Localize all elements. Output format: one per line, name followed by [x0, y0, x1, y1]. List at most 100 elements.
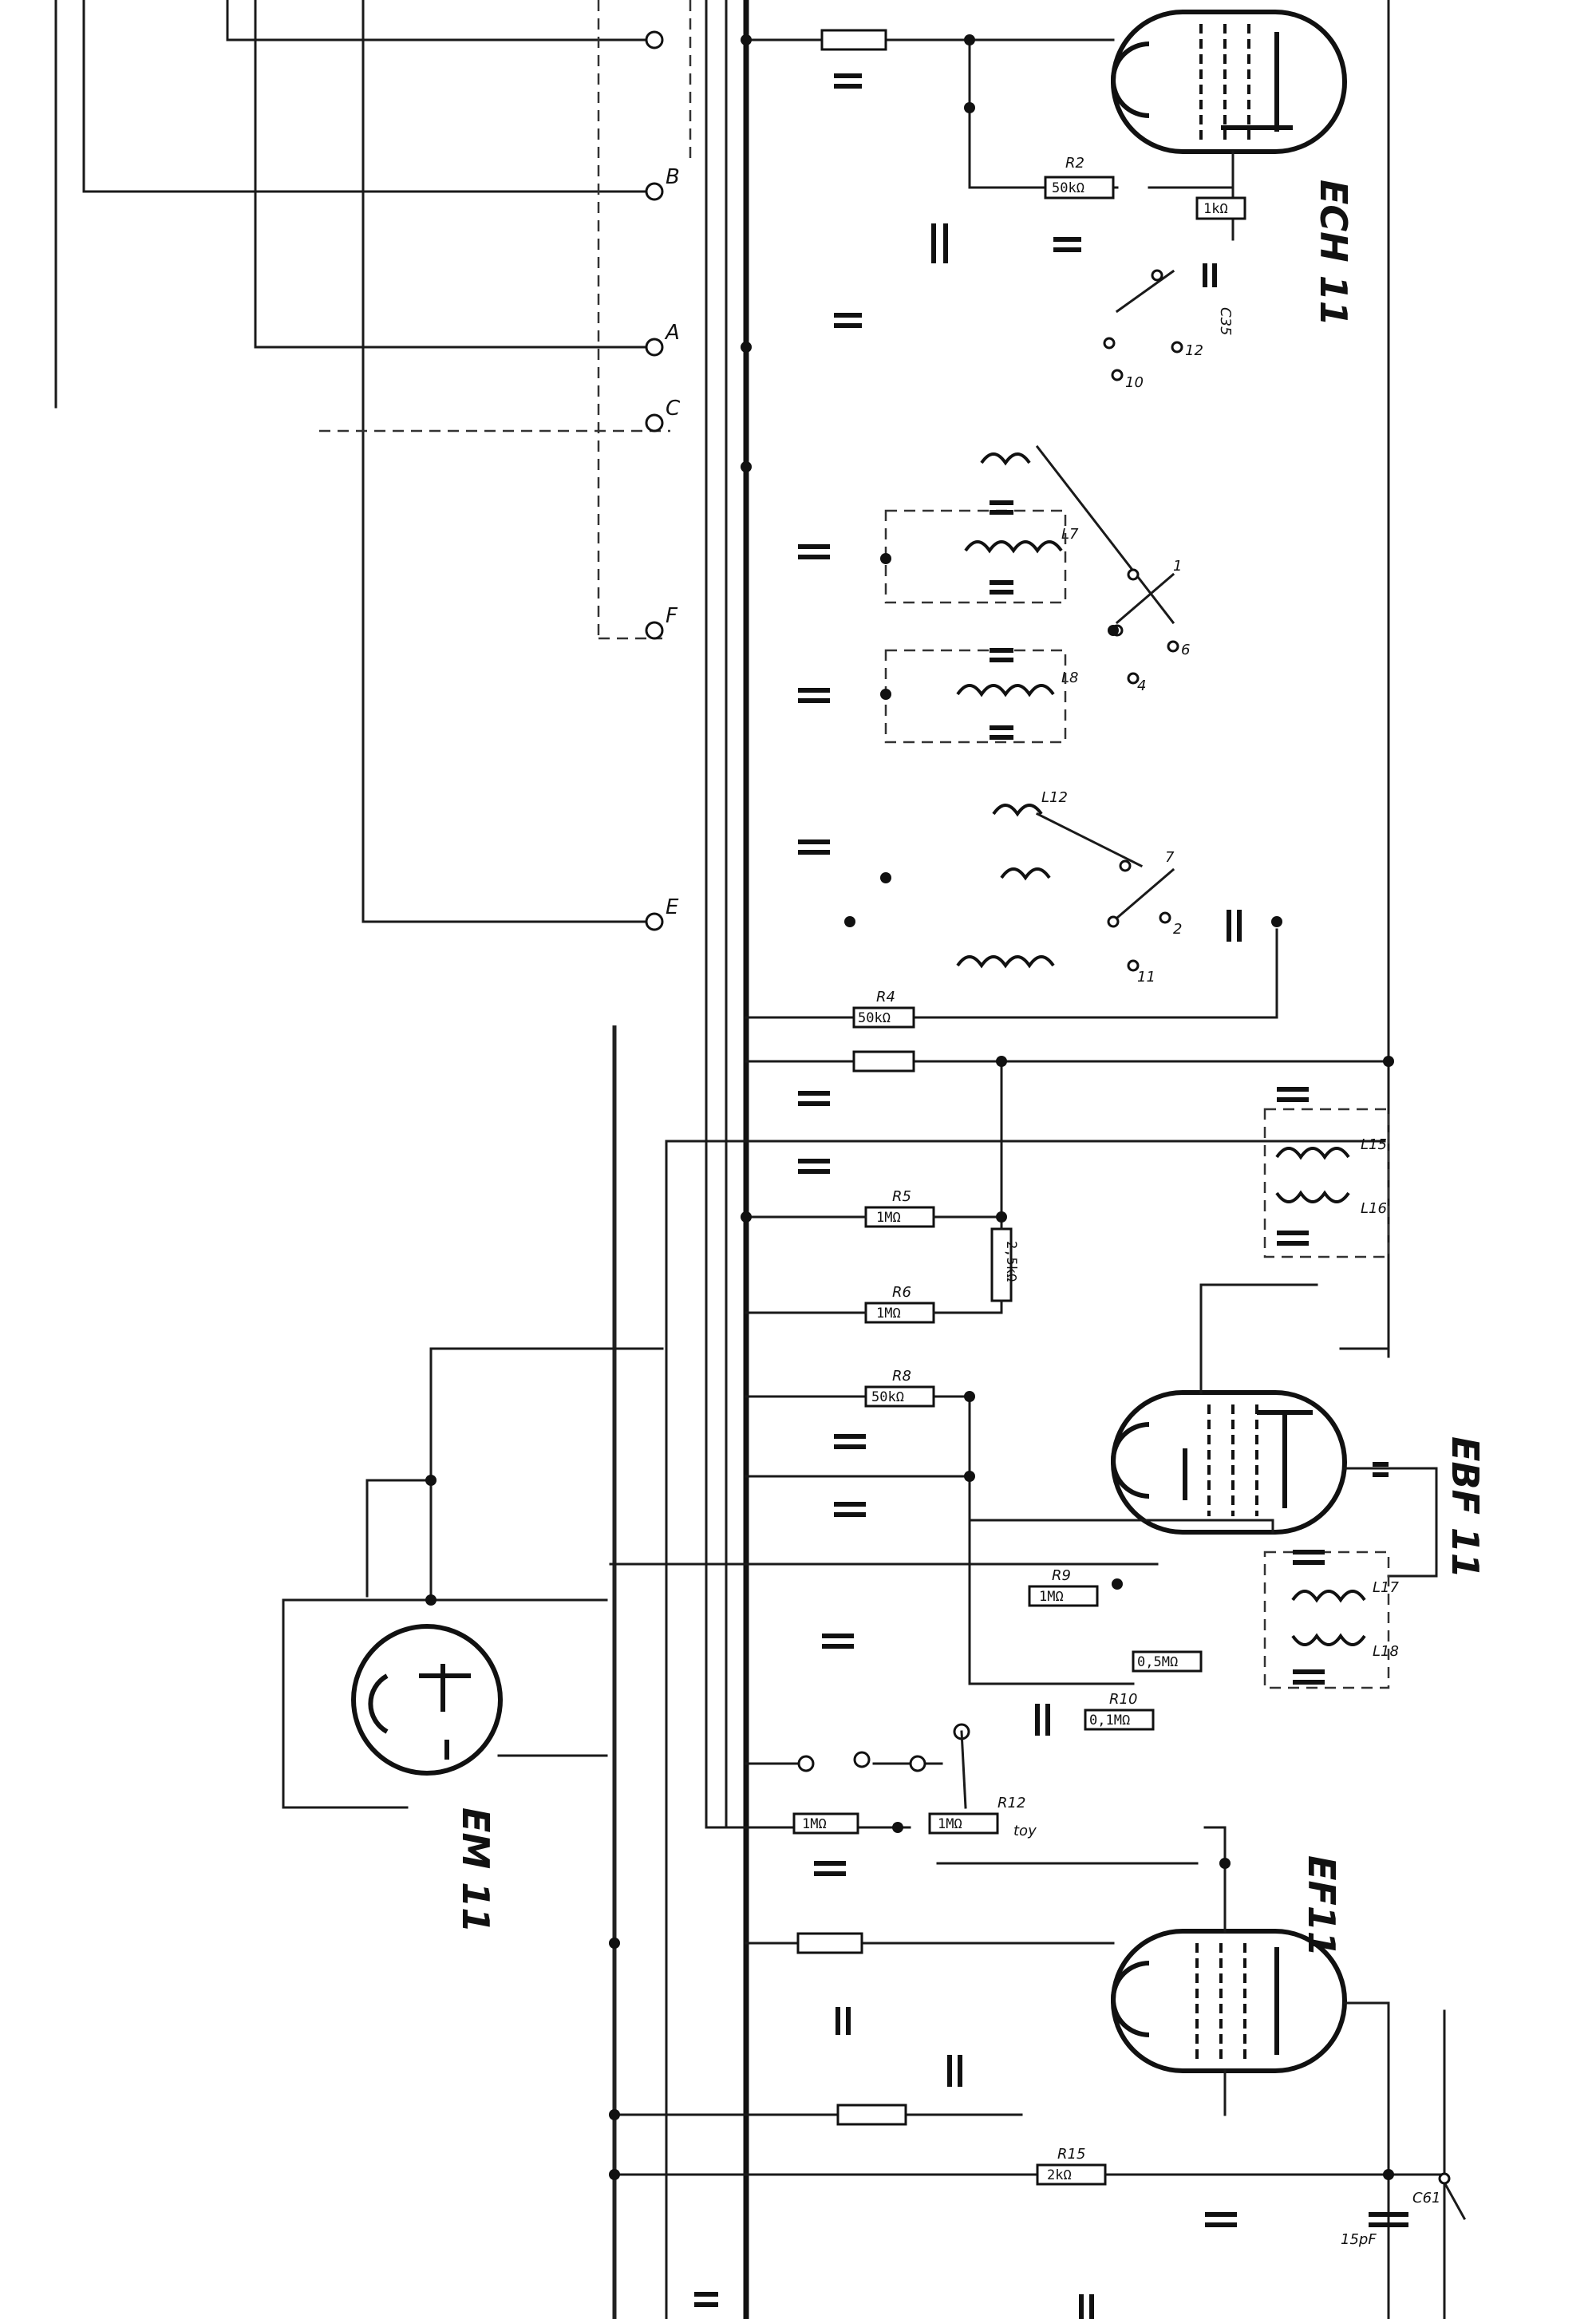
bus-lines	[54, 0, 1446, 2319]
resistor-r9: R9 1MΩ	[1028, 1567, 1099, 1607]
svg-text:L17: L17	[1373, 1579, 1399, 1596]
svg-text:L18: L18	[1373, 1643, 1399, 1660]
coil-l6	[980, 452, 1031, 466]
svg-text:1MΩ: 1MΩ	[876, 1210, 901, 1226]
svg-text:C61: C61	[1412, 2190, 1440, 2206]
svg-text:R4: R4	[876, 989, 895, 1005]
svg-text:toy: toy	[1013, 1823, 1037, 1839]
terminal-b: B	[645, 165, 680, 201]
svg-text:L15: L15	[1361, 1136, 1387, 1153]
svg-text:1MΩ: 1MΩ	[938, 1816, 962, 1832]
resistor-r10: R10 0,1MΩ	[1084, 1691, 1155, 1731]
svg-text:12: 12	[1185, 342, 1203, 359]
terminal-a: A	[645, 321, 680, 357]
svg-text:R6: R6	[892, 1284, 911, 1301]
resistor-r6: R6 1MΩ	[745, 1284, 1003, 1324]
resistor-r16	[836, 2104, 907, 2126]
resistor-r2: R2 50kΩ	[1044, 155, 1115, 200]
coil-l8: L8	[956, 670, 1078, 697]
svg-text:R9: R9	[1052, 1567, 1071, 1584]
svg-text:2: 2	[1173, 921, 1182, 938]
resistor-r15: R15 2kΩ	[1036, 2146, 1107, 2186]
terminal-top	[645, 30, 664, 49]
svg-text:R8: R8	[892, 1368, 911, 1385]
capacitor-var1	[931, 223, 948, 263]
svg-text:L8: L8	[1061, 670, 1078, 686]
terminal-c: C	[645, 397, 681, 433]
resistor-r4: R4 50kΩ	[852, 989, 915, 1029]
coil-l7: L7	[964, 526, 1079, 554]
tube-ech11: ECH 11	[1111, 10, 1355, 326]
resistor-r12: R12 1MΩ	[928, 1795, 1025, 1835]
coil-l16: L16	[1275, 1190, 1387, 1217]
tube-label-em11: EM 11	[454, 1807, 497, 1933]
svg-text:R12: R12	[998, 1795, 1025, 1811]
svg-text:6: 6	[1181, 642, 1190, 658]
tube-ef11: EF11	[1111, 1855, 1347, 2073]
terminal-f: F	[645, 604, 678, 640]
svg-text:E: E	[666, 895, 679, 919]
svg-text:B: B	[666, 165, 680, 189]
resistor-r13: 1MΩ	[792, 1812, 859, 1835]
coil-l12: L12	[992, 789, 1068, 817]
resistor-r14	[796, 1932, 863, 1954]
tube-em11: EM 11	[351, 1624, 503, 1933]
svg-text:L12: L12	[1041, 789, 1068, 806]
resistor-top	[820, 29, 887, 51]
svg-text:50kΩ: 50kΩ	[871, 1389, 904, 1405]
svg-text:7: 7	[1165, 849, 1175, 866]
tube-label-ebf11: EBF 11	[1444, 1436, 1487, 1578]
svg-text:F: F	[666, 604, 678, 628]
svg-text:L16: L16	[1361, 1200, 1387, 1217]
coil-l13	[1000, 867, 1051, 881]
resistor-r8: R8 50kΩ	[864, 1368, 935, 1408]
svg-text:2kΩ: 2kΩ	[1047, 2167, 1072, 2183]
coil-l18: L18	[1291, 1633, 1399, 1660]
junctions	[425, 34, 1394, 2180]
svg-text:R2: R2	[1065, 155, 1084, 172]
svg-text:15pF: 15pF	[1341, 2231, 1377, 2248]
mains-switch	[1438, 2172, 1467, 2236]
svg-text:C: C	[666, 397, 681, 421]
svg-text:R15: R15	[1057, 2146, 1085, 2163]
svg-text:0,1MΩ: 0,1MΩ	[1089, 1713, 1130, 1728]
resistor-r5: R5 1MΩ	[745, 1188, 1003, 1228]
svg-text:C35: C35	[1217, 307, 1234, 335]
capacitor-c61: C61 15pF	[1341, 2190, 1440, 2248]
resistor-r3: 1kΩ	[1195, 196, 1246, 220]
coil-l14	[956, 955, 1055, 969]
svg-text:1kΩ: 1kΩ	[1203, 201, 1228, 217]
capacitors: C35 C61 15pF	[694, 73, 1440, 2319]
svg-text:L7: L7	[1061, 526, 1079, 543]
tube-label-ech11: ECH 11	[1312, 180, 1355, 326]
tube-ebf11: EBF 11	[1111, 1390, 1487, 1578]
svg-text:10: 10	[1125, 374, 1144, 391]
svg-text:1MΩ: 1MΩ	[876, 1306, 901, 1321]
resistor-r11: 0,5MΩ	[1132, 1650, 1203, 1673]
resistor-r4b	[852, 1050, 915, 1073]
svg-text:4: 4	[1137, 678, 1146, 694]
svg-text:50kΩ: 50kΩ	[858, 1010, 891, 1026]
svg-text:1: 1	[1173, 558, 1182, 575]
svg-text:0,5MΩ: 0,5MΩ	[1137, 1654, 1178, 1670]
terminal-e: E	[645, 895, 679, 931]
svg-text:A: A	[664, 321, 680, 345]
coil-l15: L15	[1275, 1136, 1387, 1160]
svg-text:1MΩ: 1MΩ	[802, 1816, 827, 1832]
resistor-r7: 2,5kΩ	[990, 1112, 1019, 1314]
capacitor-c14	[1053, 237, 1081, 252]
capacitor-c35: C35	[1203, 263, 1234, 335]
coil-l17: L17	[1291, 1579, 1399, 1603]
tube-wiring	[282, 38, 1438, 2319]
band-switch: 12 10 1 6 4 7 2 11	[1035, 269, 1203, 986]
tube-label-ef11: EF11	[1300, 1855, 1343, 1957]
svg-text:1MΩ: 1MΩ	[1039, 1589, 1064, 1605]
svg-text:R10: R10	[1109, 1691, 1137, 1708]
gram-switch: toy	[797, 1723, 1037, 1839]
capacitor-c10	[834, 313, 862, 328]
svg-text:50kΩ: 50kΩ	[1052, 180, 1084, 196]
svg-text:11: 11	[1137, 969, 1156, 986]
svg-text:R5: R5	[892, 1188, 911, 1205]
capacitor-c40	[834, 73, 862, 89]
